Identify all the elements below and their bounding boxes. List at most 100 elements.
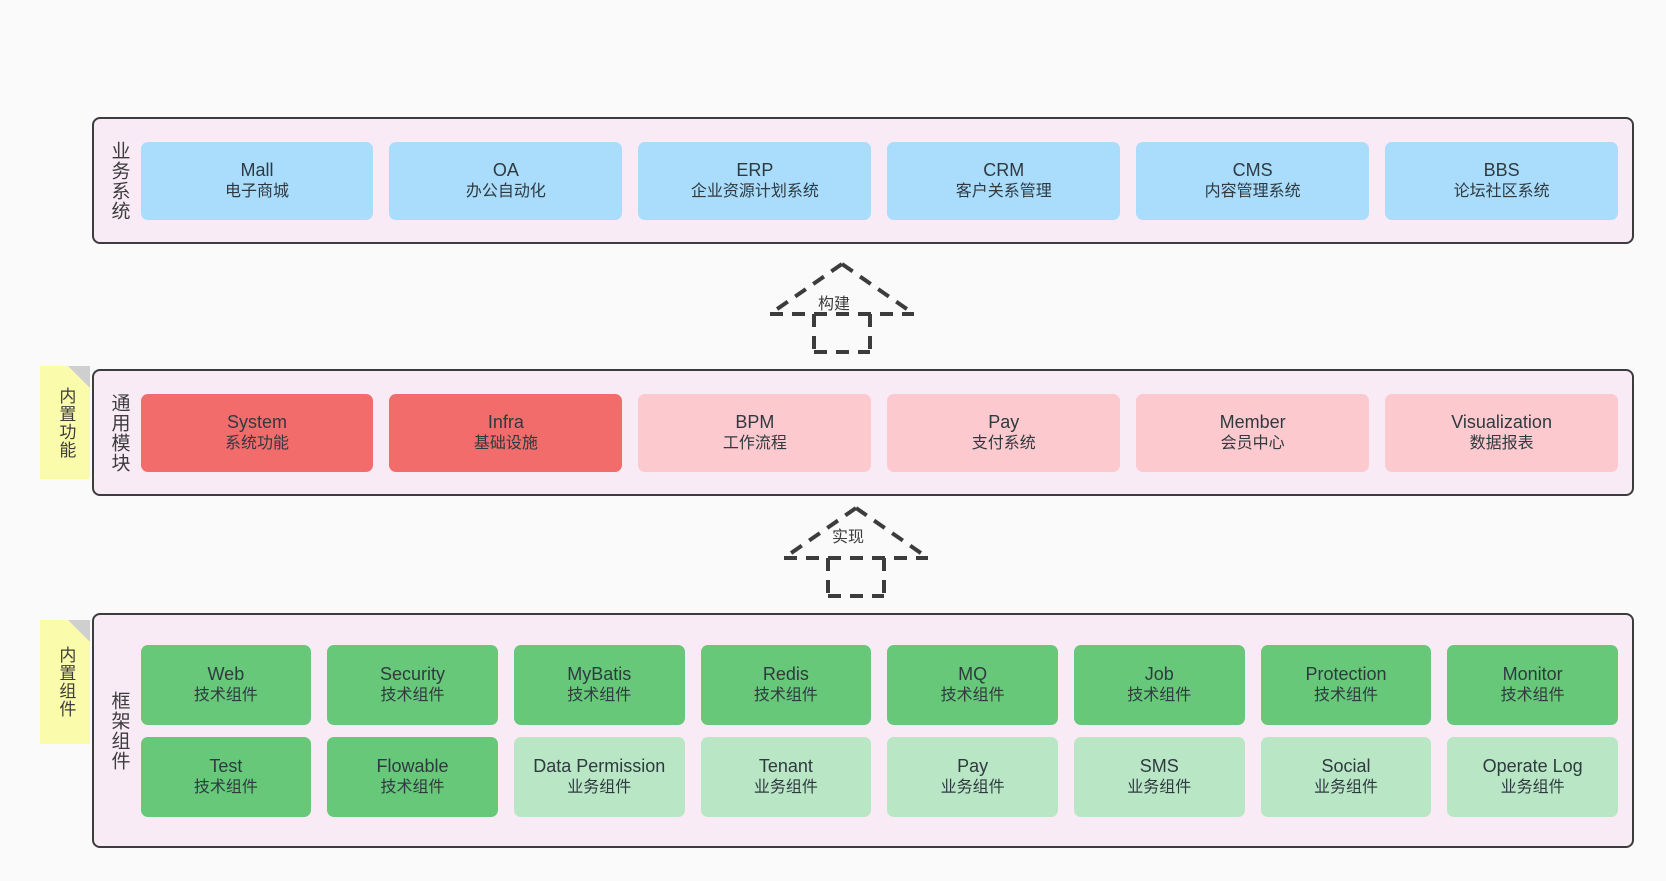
card-title: Security [380,664,446,685]
card-title: BPM [735,412,775,433]
card-subtitle: 业务组件 [1127,778,1192,796]
card-subtitle: 支付系统 [971,434,1036,452]
card-title: Mall [240,160,274,181]
card-subtitle: 业务组件 [567,778,632,796]
card-subtitle: 基础设施 [473,434,538,452]
sticky-note-builtin-components: 内置组件 [40,620,90,744]
card-title: BBS [1483,160,1520,181]
folded-corner-icon [68,366,90,388]
card-title: Visualization [1451,412,1552,433]
card-subtitle: 客户关系管理 [955,182,1052,200]
sticky-note-builtin-features: 内置功能 [40,366,90,479]
card-title: Data Permission [533,756,666,777]
card-title: OA [492,160,519,181]
card-subtitle: 技术组件 [1127,686,1192,704]
card-title: Flowable [376,756,449,777]
sticky-note-label: 内置组件 [56,646,76,718]
card-subtitle: 内容管理系统 [1204,182,1301,200]
card-subtitle: 电子商城 [224,182,289,200]
card-subtitle: 技术组件 [1500,686,1565,704]
connector-build-label: 构建 [818,296,851,313]
sticky-note-label: 内置功能 [56,386,76,459]
card-title: Infra [487,412,524,433]
card-subtitle: 办公自动化 [465,182,546,200]
card-title: Monitor [1502,664,1563,685]
card-subtitle: 技术组件 [940,686,1005,704]
card-subtitle: 系统功能 [224,434,289,452]
card-subtitle: 业务组件 [1313,778,1378,796]
card-subtitle: 技术组件 [193,778,258,796]
card-title: Test [209,756,243,777]
card-title: CMS [1232,160,1273,181]
card-title: Member [1219,412,1286,433]
card-subtitle: 工作流程 [722,434,787,452]
card-subtitle: 技术组件 [380,686,445,704]
connector-implement-arrow [766,500,946,600]
card-title: Tenant [758,756,813,777]
card-title: ERP [736,160,774,181]
card-title: CRM [983,160,1025,181]
card-title: Pay [988,412,1020,433]
card-title: Social [1321,756,1371,777]
card-subtitle: 论坛社区系统 [1453,182,1550,200]
band-label-business-systems: 业务系统 [108,140,130,221]
card-subtitle: 企业资源计划系统 [690,182,819,200]
card-title: Web [207,664,245,685]
card-title: Protection [1305,664,1387,685]
card-title: MQ [958,664,988,685]
card-subtitle: 业务组件 [940,778,1005,796]
card-title: MyBatis [567,664,632,685]
card-subtitle: 技术组件 [193,686,258,704]
card-title: Job [1144,664,1174,685]
card-subtitle: 业务组件 [1500,778,1565,796]
card-title: System [226,412,287,433]
card-subtitle: 数据报表 [1469,434,1534,452]
band-label-framework-components: 框架组件 [108,690,130,771]
band-label-common-modules: 通用模块 [108,392,130,473]
card-subtitle: 会员中心 [1220,434,1285,452]
folded-corner-icon [68,620,90,642]
card-subtitle: 技术组件 [753,686,818,704]
card-title: Pay [957,756,989,777]
card-subtitle: 技术组件 [1313,686,1378,704]
